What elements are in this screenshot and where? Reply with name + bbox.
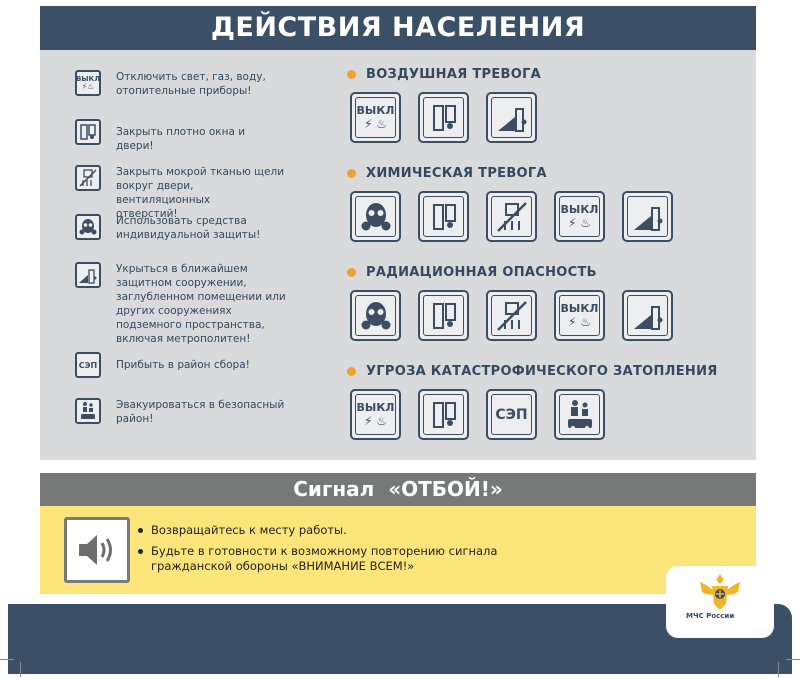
- legend-item-power-off: ВЫКЛ ⚡♨ Отключить свет, газ, воду, отопи…: [75, 70, 286, 98]
- crop-mark: [20, 662, 21, 677]
- power-off-label: ВЫКЛ: [560, 203, 599, 216]
- legend-text: Прибыть в район сбора!: [116, 359, 250, 371]
- legend-item-gas-mask: Использовать средства индивидуальной защ…: [75, 214, 286, 242]
- close-door-window-icon: [418, 290, 469, 341]
- close-door-window-icon: [418, 389, 469, 440]
- bullet-text: Возвращайтесь к месту работы.: [151, 523, 347, 537]
- bullet-dot: [347, 267, 356, 277]
- power-off-label: ВЫКЛ: [356, 401, 395, 414]
- legend-text: Укрыться в ближайшем защитном сооружении…: [116, 263, 286, 345]
- sep-icon: СЭП: [486, 389, 537, 440]
- page-title: ДЕЙСТВИЯ НАСЕЛЕНИЯ: [40, 6, 756, 50]
- power-off-label: ВЫКЛ: [356, 104, 395, 117]
- signal-title: Сигнал «ОТБОЙ!»: [40, 473, 756, 506]
- shelter-icon: [622, 290, 673, 341]
- logo-text: МЧС России: [686, 612, 735, 620]
- legend-text: Закрыть мокрой тканью щели вокруг двери,…: [116, 166, 285, 220]
- legend-text: Эвакуироваться в безопасный район!: [116, 399, 285, 425]
- seal-vents-icon: [75, 165, 101, 191]
- close-door-window-icon: [418, 92, 469, 143]
- power-off-icon: ВЫКЛ⚡ ♨: [350, 92, 401, 143]
- mchs-emblem-icon: [700, 574, 740, 610]
- legend-text: Отключить свет, газ, воду, отопительные …: [116, 71, 266, 97]
- crop-mark: [0, 659, 14, 660]
- section-title: РАДИАЦИОННАЯ ОПАСНОСТЬ: [366, 264, 597, 280]
- power-off-icon: ВЫКЛ⚡ ♨: [350, 389, 401, 440]
- section-air-raid: ВОЗДУШНАЯ ТРЕВОГА ВЫКЛ⚡ ♨: [347, 65, 554, 143]
- power-off-icon: ВЫКЛ ⚡♨: [75, 70, 101, 96]
- actions-panel: ВЫКЛ ⚡♨ Отключить свет, газ, воду, отопи…: [40, 50, 756, 460]
- section-radiation-danger: РАДИАЦИОННАЯ ОПАСНОСТЬ ВЫКЛ⚡ ♨: [347, 263, 690, 341]
- shelter-icon: [486, 92, 537, 143]
- legend-item-close-door: Закрыть плотно окна и двери!: [75, 119, 286, 153]
- shelter-icon: [75, 262, 101, 288]
- power-off-label: ВЫКЛ: [75, 75, 101, 83]
- gas-mask-icon: [350, 191, 401, 242]
- crop-mark: [778, 662, 779, 677]
- crop-mark: [786, 659, 800, 660]
- mchs-logo: МЧС России: [666, 566, 774, 638]
- section-title: ВОЗДУШНАЯ ТРЕВОГА: [366, 66, 542, 82]
- sep-icon: СЭП: [75, 352, 101, 378]
- shelter-icon: [622, 191, 673, 242]
- legend-text: Закрыть плотно окна и двери!: [116, 126, 246, 152]
- close-door-window-icon: [75, 119, 101, 145]
- section-chemical-alarm: ХИМИЧЕСКАЯ ТРЕВОГА ВЫКЛ⚡ ♨: [347, 164, 690, 242]
- legend-item-shelter: Укрыться в ближайшем защитном сооружении…: [75, 262, 286, 346]
- legend-item-sep: СЭП Прибыть в район сбора!: [75, 352, 286, 378]
- section-flood-threat: УГРОЗА КАТАСТРОФИЧЕСКОГО ЗАТОПЛЕНИЯ ВЫКЛ…: [347, 362, 718, 440]
- section-title: ХИМИЧЕСКАЯ ТРЕВОГА: [366, 165, 547, 181]
- list-item: Возвращайтесь к месту работы.: [138, 523, 497, 538]
- legend-item-seal-vents: Закрыть мокрой тканью щели вокруг двери,…: [75, 165, 286, 221]
- evacuate-icon: [75, 398, 101, 424]
- power-off-icon: ВЫКЛ⚡ ♨: [554, 191, 605, 242]
- gas-mask-icon: [350, 290, 401, 341]
- evacuate-icon: [554, 389, 605, 440]
- bullet-text: Будьте в готовности к возможному повторе…: [151, 544, 498, 573]
- signal-instructions: Возвращайтесь к месту работы. Будьте в г…: [40, 506, 756, 594]
- speaker-icon: [64, 517, 130, 583]
- section-title: УГРОЗА КАТАСТРОФИЧЕСКОГО ЗАТОПЛЕНИЯ: [366, 363, 718, 379]
- power-off-label: ВЫКЛ: [560, 302, 599, 315]
- bullet-dot: [347, 168, 356, 178]
- actions-legend: ВЫКЛ ⚡♨ Отключить свет, газ, воду, отопи…: [40, 50, 340, 460]
- sep-label: СЭП: [495, 406, 528, 423]
- list-item: Будьте в готовности к возможному повторе…: [138, 544, 497, 574]
- seal-vents-icon: [486, 290, 537, 341]
- seal-vents-icon: [486, 191, 537, 242]
- legend-item-evacuate: Эвакуироваться в безопасный район!: [75, 398, 286, 426]
- close-door-window-icon: [418, 191, 469, 242]
- gas-mask-icon: [75, 214, 101, 240]
- sep-label: СЭП: [78, 360, 98, 370]
- bullet-dot: [347, 366, 356, 376]
- power-off-icon: ВЫКЛ⚡ ♨: [554, 290, 605, 341]
- footer-band: [8, 604, 792, 674]
- legend-text: Использовать средства индивидуальной защ…: [116, 215, 261, 241]
- signal-bullets: Возвращайтесь к месту работы. Будьте в г…: [138, 523, 497, 580]
- bullet-dot: [347, 69, 356, 79]
